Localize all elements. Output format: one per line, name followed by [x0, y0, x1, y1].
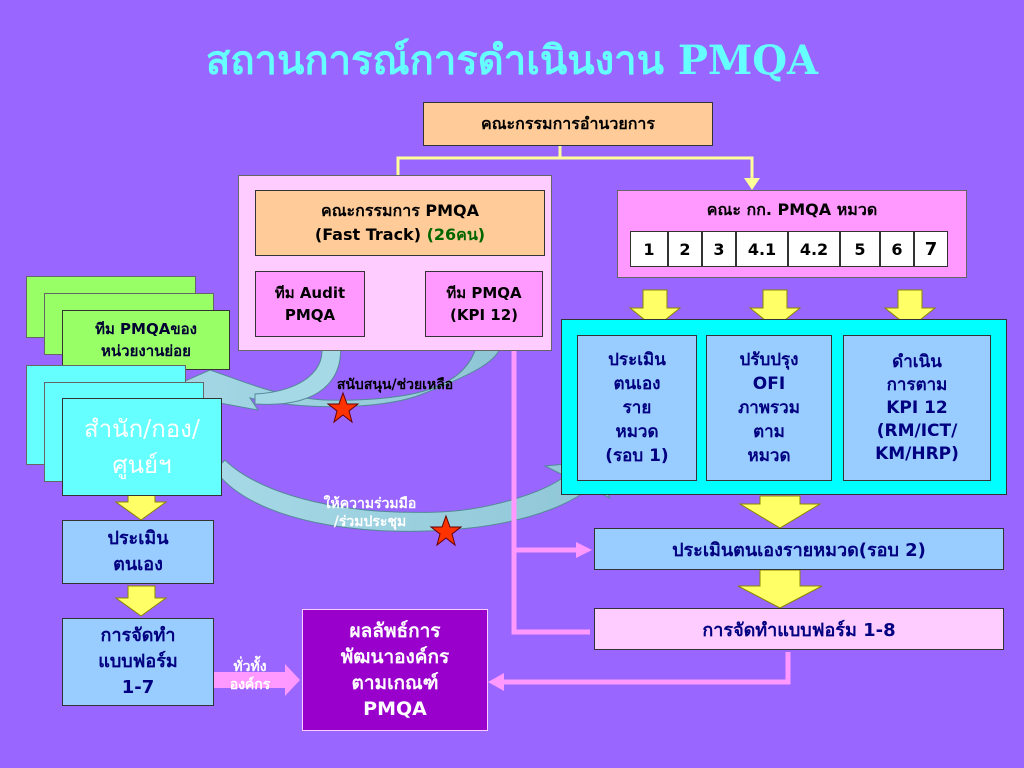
- result-line: ผลลัพธ์การ: [349, 620, 441, 642]
- self-assess-line: ตนเอง: [613, 374, 661, 394]
- category-committee-label: คณะ กก. PMQA หมวด: [706, 200, 878, 219]
- form-1-7-line3: 1-7: [121, 677, 155, 698]
- form-1-7-line2: แบบฟอร์ม: [98, 651, 178, 672]
- result-line: PMQA: [363, 698, 427, 720]
- follow-kpi-box: ดำเนิน การตาม KPI 12 (RM/ICT/ KM/HRP): [843, 335, 991, 481]
- result-line: ตามเกณฑ์: [351, 672, 439, 694]
- sub-unit-line1: ทีม PMQAของ: [95, 320, 197, 338]
- self-assess-line: หมวด: [615, 422, 659, 442]
- form-1-8-box: การจัดทำแบบฟอร์ม 1-8: [594, 608, 1004, 650]
- audit-team-line2: PMQA: [284, 306, 336, 324]
- fast-track-label: (Fast Track): [314, 225, 421, 244]
- cooperate-line2: /ร่วมประชุม: [333, 514, 407, 530]
- category-cell: 4.2: [788, 231, 840, 267]
- whole-org-line1: ทั่วทั้ง: [233, 659, 267, 675]
- self-assess-line: ประเมิน: [608, 350, 666, 370]
- self-assess-line: ราย: [622, 398, 652, 418]
- category-cells: 1 2 3 4.1 4.2 5 6 7: [630, 231, 950, 267]
- support-label: สนับสนุน/ช่วยเหลือ: [336, 377, 454, 393]
- result-box: ผลลัพธ์การ พัฒนาองค์กร ตามเกณฑ์ PMQA: [302, 609, 488, 731]
- page-title: สถานการณ์การดำเนินงาน PMQA: [205, 37, 819, 84]
- audit-team-box: ทีม Audit PMQA: [255, 271, 365, 337]
- category-cell: 5: [840, 231, 880, 267]
- whole-org-line2: องค์กร: [229, 677, 271, 693]
- result-line: พัฒนาองค์กร: [340, 646, 450, 668]
- category-cell: 4.1: [736, 231, 788, 267]
- improve-ofi-box: ปรับปรุง OFI ภาพรวม ตาม หมวด: [706, 335, 832, 481]
- category-cell: 3: [702, 231, 736, 267]
- pmqa-team-box: ทีม PMQA (KPI 12): [425, 271, 543, 337]
- pmqa-team-line2: (KPI 12): [449, 306, 518, 324]
- category-committee-panel: คณะ กก. PMQA หมวด 1 2 3 4.1 4.2 5 6 7: [617, 190, 967, 278]
- self-assess-line1: ประเมิน: [107, 528, 169, 549]
- self-assess-round2-label: ประเมินตนเองรายหมวด(รอบ 2): [672, 539, 926, 561]
- improve-ofi-line: OFI: [752, 374, 786, 394]
- star-icon: [429, 514, 463, 547]
- sub-unit-line2: หน่วยงานย่อย: [101, 342, 191, 360]
- fast-track-line1: คณะกรรมการ PMQA: [320, 201, 480, 220]
- category-cell: 7: [914, 231, 948, 267]
- self-assess-round2-box: ประเมินตนเองรายหมวด(รอบ 2): [594, 528, 1004, 570]
- form-1-7-box: การจัดทำ แบบฟอร์ม 1-7: [62, 618, 214, 706]
- self-assess-box: ประเมิน ตนเอง: [62, 520, 214, 584]
- executive-committee-label: คณะกรรมการอำนวยการ: [481, 113, 655, 133]
- support-swoosh: [158, 339, 501, 411]
- improve-ofi-line: ตาม: [753, 422, 785, 442]
- follow-kpi-line: การตาม: [886, 374, 948, 395]
- category-cell: 2: [668, 231, 702, 267]
- sub-unit-team-box: ทีม PMQAของ หน่วยงานย่อย: [62, 310, 230, 370]
- cooperate-line1: ให้ความร่วมมือ: [323, 496, 417, 512]
- whole-org-label: ทั่วทั้ง องค์กร: [214, 658, 286, 694]
- category-cell: 1: [630, 231, 668, 267]
- office-box: สำนัก/กอง/ ศูนย์ฯ: [62, 398, 222, 496]
- office-line2: ศูนย์ฯ: [112, 451, 172, 479]
- audit-team-line1: ทีม Audit: [274, 284, 346, 302]
- executive-committee-box: คณะกรรมการอำนวยการ: [423, 102, 713, 146]
- star-icon: [326, 391, 360, 424]
- follow-kpi-line: (RM/ICT/: [876, 420, 958, 441]
- self-assess-line: (รอบ 1): [605, 446, 669, 466]
- member-count: (26คน): [426, 225, 486, 244]
- category-cell: 6: [880, 231, 914, 267]
- follow-kpi-line: KPI 12: [886, 397, 948, 418]
- improve-ofi-line: ภาพรวม: [738, 398, 800, 418]
- self-assess-line2: ตนเอง: [113, 554, 163, 575]
- improve-ofi-line: ปรับปรุง: [739, 350, 799, 370]
- improve-ofi-line: หมวด: [747, 446, 791, 466]
- fast-track-committee-box: คณะกรรมการ PMQA (Fast Track) (26คน): [255, 190, 545, 256]
- office-line1: สำนัก/กอง/: [84, 415, 200, 443]
- cooperate-label: ให้ความร่วมมือ /ร่วมประชุม: [300, 495, 440, 531]
- form-1-8-label: การจัดทำแบบฟอร์ม 1-8: [702, 619, 896, 641]
- follow-kpi-line: KM/HRP): [875, 443, 959, 464]
- follow-kpi-line: ดำเนิน: [892, 351, 942, 372]
- pmqa-team-line1: ทีม PMQA: [446, 284, 522, 302]
- self-assess-category-box: ประเมิน ตนเอง ราย หมวด (รอบ 1): [577, 335, 697, 481]
- form-1-7-line1: การจัดทำ: [100, 625, 176, 646]
